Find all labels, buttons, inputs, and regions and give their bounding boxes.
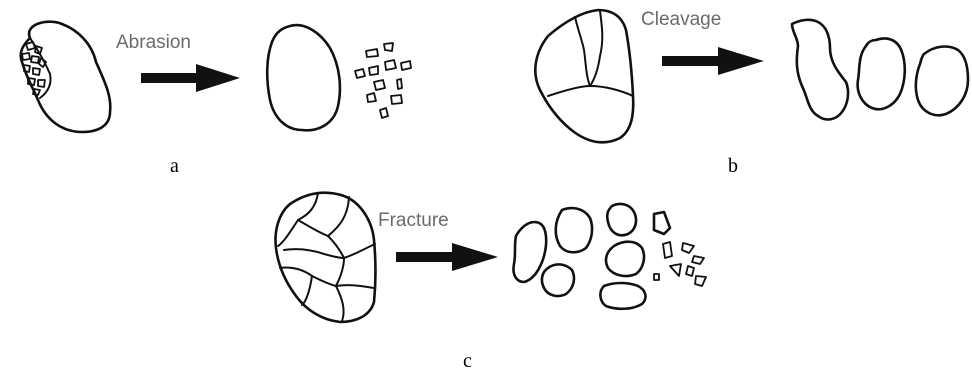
- panel-letter-a: a: [170, 155, 179, 177]
- cleavage-arrow: [662, 47, 764, 75]
- panel-letter-b: b: [728, 155, 738, 177]
- fracture-fragments: [513, 204, 706, 309]
- panel-fracture: Fracture c: [276, 193, 706, 372]
- abrasion-original-particle: [21, 22, 111, 132]
- abrasion-arrow: [141, 64, 240, 92]
- abrasion-label: Abrasion: [116, 32, 191, 53]
- abrasion-rounded-particle: [267, 25, 340, 130]
- fracture-label: Fracture: [378, 210, 449, 231]
- panel-abrasion: Abrasion a: [21, 22, 411, 177]
- cleavage-label: Cleavage: [641, 9, 721, 30]
- abrasion-worn-surface: [22, 38, 51, 98]
- fracture-arrow: [396, 243, 498, 271]
- cleavage-original-particle: [535, 10, 633, 142]
- panel-letter-c: c: [463, 350, 472, 372]
- panel-cleavage: Cleavage b: [535, 9, 968, 177]
- cleavage-fragments: [792, 20, 968, 120]
- abrasion-fine-fragments: [355, 43, 411, 118]
- fracture-original-particle: [276, 193, 376, 322]
